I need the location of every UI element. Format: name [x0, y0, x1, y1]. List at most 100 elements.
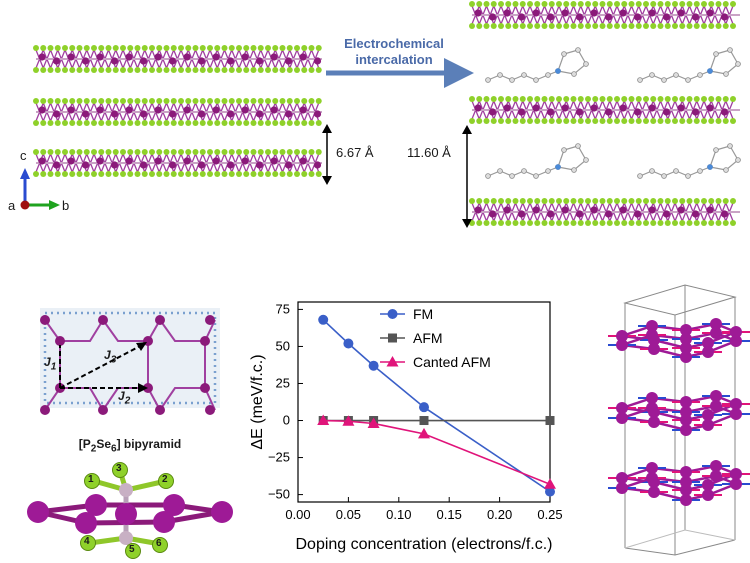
metal-atom — [702, 419, 714, 431]
metal-atom — [646, 392, 658, 404]
spacing-arrow-before — [322, 124, 332, 185]
crystal-layer — [33, 45, 322, 73]
data-point — [368, 360, 379, 371]
metal-atom — [648, 486, 660, 498]
legend-label: FM — [413, 306, 433, 322]
metal-atom — [710, 400, 722, 412]
j3-label: J3 — [104, 348, 117, 366]
metal-atom — [680, 494, 692, 506]
spin-hexagon — [608, 390, 750, 426]
metal-atom — [680, 424, 692, 436]
spin-hexagon — [608, 318, 750, 354]
metal-atom — [680, 324, 692, 336]
metal-atom — [680, 342, 692, 354]
crystal-layer — [33, 98, 322, 126]
data-point — [342, 415, 355, 426]
bipyramid-title: [P2Se6] bipyramid — [78, 437, 182, 455]
spin-structure-cell — [608, 284, 750, 556]
se-number-3: 3 — [116, 463, 122, 474]
series-fm — [318, 314, 555, 497]
crystal-layer — [469, 96, 740, 124]
x-axis-label: Doping concentration (electrons/f.c.) — [295, 536, 552, 553]
intercalation-label-line2: intercalation — [355, 52, 433, 67]
intercalant-molecule — [485, 143, 589, 179]
metal-atom — [680, 466, 692, 478]
crystal-layer — [469, 1, 740, 29]
metal-atom — [680, 351, 692, 363]
bipyramid-top-view — [40, 308, 220, 415]
metal-atom — [616, 339, 628, 351]
metal-atom — [680, 476, 692, 488]
metal-atom — [648, 343, 660, 355]
axis-b-label: b — [62, 198, 70, 213]
plot-frame — [297, 301, 551, 503]
data-point — [545, 416, 555, 426]
j2-label: J2 — [118, 389, 131, 407]
se-number-2: 2 — [162, 474, 168, 485]
data-point — [387, 309, 398, 319]
x-tick-label: 0.00 — [285, 507, 310, 522]
metal-atom — [710, 327, 722, 339]
spin-hexagon — [608, 460, 750, 496]
legend-label: AFM — [413, 330, 443, 346]
intercalated-layers — [469, 1, 740, 226]
intercalant-molecules — [485, 47, 741, 179]
crystal-layer — [469, 198, 740, 226]
data-point — [386, 356, 399, 367]
se-number-5: 5 — [129, 544, 135, 555]
data-point — [419, 416, 429, 426]
metal-atom — [710, 470, 722, 482]
spin-hexagon — [608, 400, 750, 436]
se-number-1: 1 — [88, 474, 94, 485]
se-number-6: 6 — [156, 538, 162, 549]
spin-hexagon — [608, 470, 750, 506]
metal-atom — [646, 462, 658, 474]
metal-atom — [730, 335, 742, 347]
metal-atom — [648, 416, 660, 428]
intercalant-molecule — [485, 47, 589, 83]
metal-atom — [616, 330, 628, 342]
spacing-after-label: 11.60 Å — [407, 145, 451, 160]
metal-atom — [702, 489, 714, 501]
axis-a-label: a — [8, 198, 16, 213]
legend-label: Canted AFM — [413, 354, 491, 370]
metal-atom — [646, 472, 658, 484]
metal-atom — [730, 408, 742, 420]
x-tick-label: 0.20 — [487, 507, 512, 522]
metal-atom — [710, 460, 722, 472]
data-point — [343, 338, 354, 349]
data-point — [388, 333, 397, 343]
data-point — [318, 314, 329, 325]
metal-atom — [616, 412, 628, 424]
metal-atom — [680, 406, 692, 418]
intercalant-molecule — [637, 143, 741, 179]
intercalation-label-line1: Electrochemical — [344, 36, 444, 51]
metal-atom — [616, 482, 628, 494]
spacing-arrow-after — [462, 125, 472, 228]
data-point — [419, 402, 429, 413]
y-tick-label: 50 — [276, 338, 290, 353]
metal-atom — [646, 329, 658, 341]
data-point — [317, 414, 330, 426]
j1-label: J1 — [44, 355, 57, 373]
metal-atom — [730, 326, 742, 338]
metal-atom — [680, 333, 692, 345]
x-tick-label: 0.10 — [386, 507, 411, 522]
metal-atom — [730, 478, 742, 490]
metal-atom — [702, 479, 714, 491]
y-tick-label: 75 — [276, 301, 290, 316]
metal-atom — [616, 402, 628, 414]
metal-atom — [616, 472, 628, 484]
metal-atom — [646, 320, 658, 332]
metal-atom — [710, 390, 722, 402]
axis-c-label: c — [20, 148, 27, 163]
axes-triad — [20, 168, 60, 210]
metal-atom — [710, 318, 722, 330]
series-canted-afm — [317, 414, 556, 489]
metal-atom — [646, 402, 658, 414]
y-tick-label: 25 — [276, 375, 290, 390]
metal-atom — [680, 396, 692, 408]
crystal-layer — [33, 149, 322, 177]
